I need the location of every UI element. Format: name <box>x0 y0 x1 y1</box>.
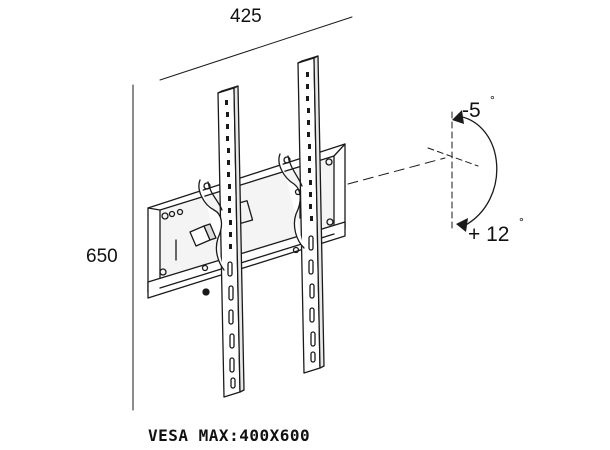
width-dimension-label: 425 <box>230 6 262 27</box>
left-hinge <box>189 179 225 272</box>
tilt-up-degree-symbol: ° <box>490 93 495 107</box>
arrow-down-icon <box>456 218 468 232</box>
right-vertical-arm <box>297 55 325 374</box>
arrow-up-icon <box>452 110 464 124</box>
left-vertical-arm <box>217 85 245 398</box>
height-dimension-label: 650 <box>86 246 118 267</box>
tilt-up-label: -5 <box>462 99 481 122</box>
width-dimension-line <box>159 16 353 81</box>
right-hinge <box>278 153 305 254</box>
vesa-label: VESA MAX:400X600 <box>148 426 311 445</box>
tilt-arc <box>457 115 498 227</box>
tilt-down-label: + 12 <box>468 223 510 246</box>
tilt-centerline <box>347 157 446 185</box>
tilt-down-degree-symbol: ° <box>519 215 524 229</box>
